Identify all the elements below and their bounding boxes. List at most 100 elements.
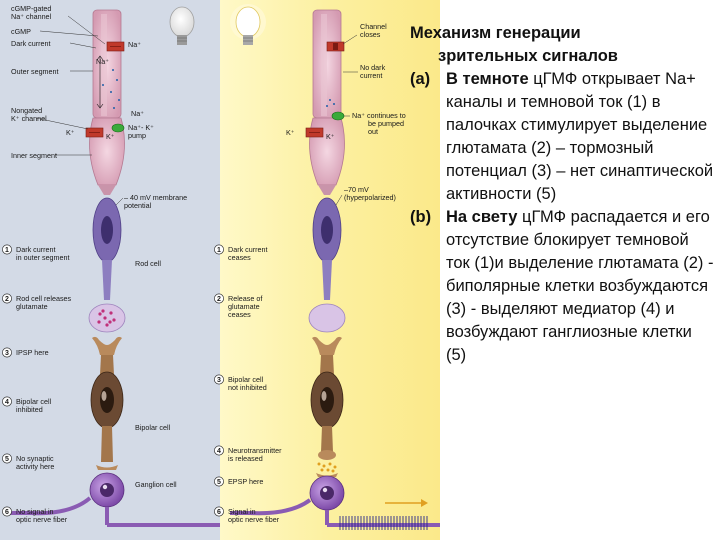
light-step-number-badge xyxy=(214,445,224,456)
light-rod-cell xyxy=(308,9,346,333)
light-label-continues: Na⁺ continues to be pumped out xyxy=(352,111,408,136)
item-a-lead: В темноте xyxy=(446,70,529,88)
light-step-number: 2 xyxy=(217,296,221,303)
dark-label-bipolar-cell: Bipolar cell xyxy=(135,423,171,432)
light-light-bulb-icon xyxy=(230,4,266,45)
dark-label-cgmp-gated: cGMP-gated Na⁺ channel xyxy=(11,4,53,21)
light-step-5: 5 EPSP here xyxy=(214,476,263,487)
dark-label-ganglion-cell: Ganglion cell xyxy=(135,480,177,489)
light-leader-lines xyxy=(335,34,358,206)
light-label-no-dark-current: No dark current xyxy=(360,63,387,80)
dark-label-rod-cell: Rod cell xyxy=(135,259,161,268)
light-step-number: 3 xyxy=(217,377,221,384)
dark-label-outer-segment: Outer segment xyxy=(11,67,59,76)
dark-label-k-1: K⁺ xyxy=(66,128,75,137)
dark-step-number: 5 xyxy=(5,456,9,463)
light-step-number-badge xyxy=(214,293,224,304)
dark-glutamate-dots xyxy=(97,309,116,327)
light-step-number-badge xyxy=(214,506,224,517)
light-neurotransmitter-dots xyxy=(317,462,337,473)
light-step-number: 4 xyxy=(217,448,221,455)
light-step-number: 5 xyxy=(217,479,221,486)
dark-light-bulb-icon xyxy=(169,6,195,45)
light-label-k-1: K⁺ xyxy=(286,128,295,137)
explanation-panel: Механизм генерации зрительных сигналов (… xyxy=(410,22,715,367)
rod-phototransduction-diagram: cGMP-gated Na⁺ channel cGMP Dark current… xyxy=(0,0,440,540)
dark-step-number-badge xyxy=(2,506,12,517)
light-step-number: 6 xyxy=(217,509,221,516)
light-dots xyxy=(326,99,335,107)
item-b-lead: На свету xyxy=(446,208,518,226)
dark-step-number: 1 xyxy=(5,247,9,254)
dark-bipolar-cell xyxy=(90,336,124,462)
signal-arrow-icon xyxy=(385,499,428,507)
dark-label-dark-current: Dark current xyxy=(11,39,51,48)
light-step-text: EPSP here xyxy=(228,477,263,486)
dark-label-na-2: Na⁺ xyxy=(96,57,109,66)
dark-step-number-badge xyxy=(2,396,12,407)
dark-label-inner-segment: Inner segment xyxy=(11,151,57,160)
light-label-k-2: K⁺ xyxy=(326,132,335,141)
dark-label-na-1: Na⁺ xyxy=(128,40,141,49)
dark-step-number: 6 xyxy=(5,509,9,516)
dark-step-text: IPSP here xyxy=(16,348,49,357)
dark-leader-lines xyxy=(35,15,124,206)
light-na-channel-icon xyxy=(326,41,345,52)
dark-step-number: 2 xyxy=(5,296,9,303)
dark-step-number-badge xyxy=(2,293,12,304)
light-step-number: 1 xyxy=(217,247,221,254)
dark-k-channel-icon xyxy=(85,127,104,138)
dark-ganglion-cell xyxy=(10,465,220,527)
explanation-light: (b) На свету цГМФ распадается и его отсут… xyxy=(410,206,715,367)
light-step-number-badge xyxy=(214,374,224,385)
dark-pump-icon xyxy=(111,123,125,133)
dark-label-na-3: Na⁺ xyxy=(131,109,144,118)
item-b-marker: (b) xyxy=(410,208,432,226)
action-potential-spikes xyxy=(339,516,428,530)
light-k-channel-icon xyxy=(305,127,324,138)
title-line-1: Механизм генерации xyxy=(410,24,581,42)
light-step-number-badge xyxy=(214,476,224,487)
dark-step-number-badge xyxy=(2,244,12,255)
dark-current-arrows xyxy=(96,55,104,109)
dark-na-channel-icon xyxy=(106,41,125,52)
dark-step-number-badge xyxy=(2,347,12,358)
item-a-text: цГМФ открывает Na+ каналы и темновой ток… xyxy=(446,70,714,203)
light-pump-icon xyxy=(331,111,345,121)
light-bipolar-cell xyxy=(310,336,344,460)
dark-step-number: 4 xyxy=(5,399,9,406)
light-label-channel-closes: Channel closes xyxy=(360,22,389,39)
dark-label-pump: Na⁺- K⁺ pump xyxy=(128,123,156,140)
light-step-number-badge xyxy=(214,244,224,255)
item-b-text: цГМФ распадается и его отсутствие блокир… xyxy=(446,208,714,364)
dark-label-nongated: Nongated K⁺ channel xyxy=(11,106,47,123)
dark-label-membrane-potential: – 40 mV membrane potential xyxy=(124,193,189,210)
dark-current-dots xyxy=(102,69,120,109)
page-title: Механизм генерации зрительных сигналов xyxy=(410,22,715,68)
dark-step-number-badge xyxy=(2,453,12,464)
explanation-dark: (a)В темноте цГМФ открывает Na+ каналы и… xyxy=(410,68,715,206)
light-label-hyperpolarized: –70 mV (hyperpolarized) xyxy=(344,185,396,202)
